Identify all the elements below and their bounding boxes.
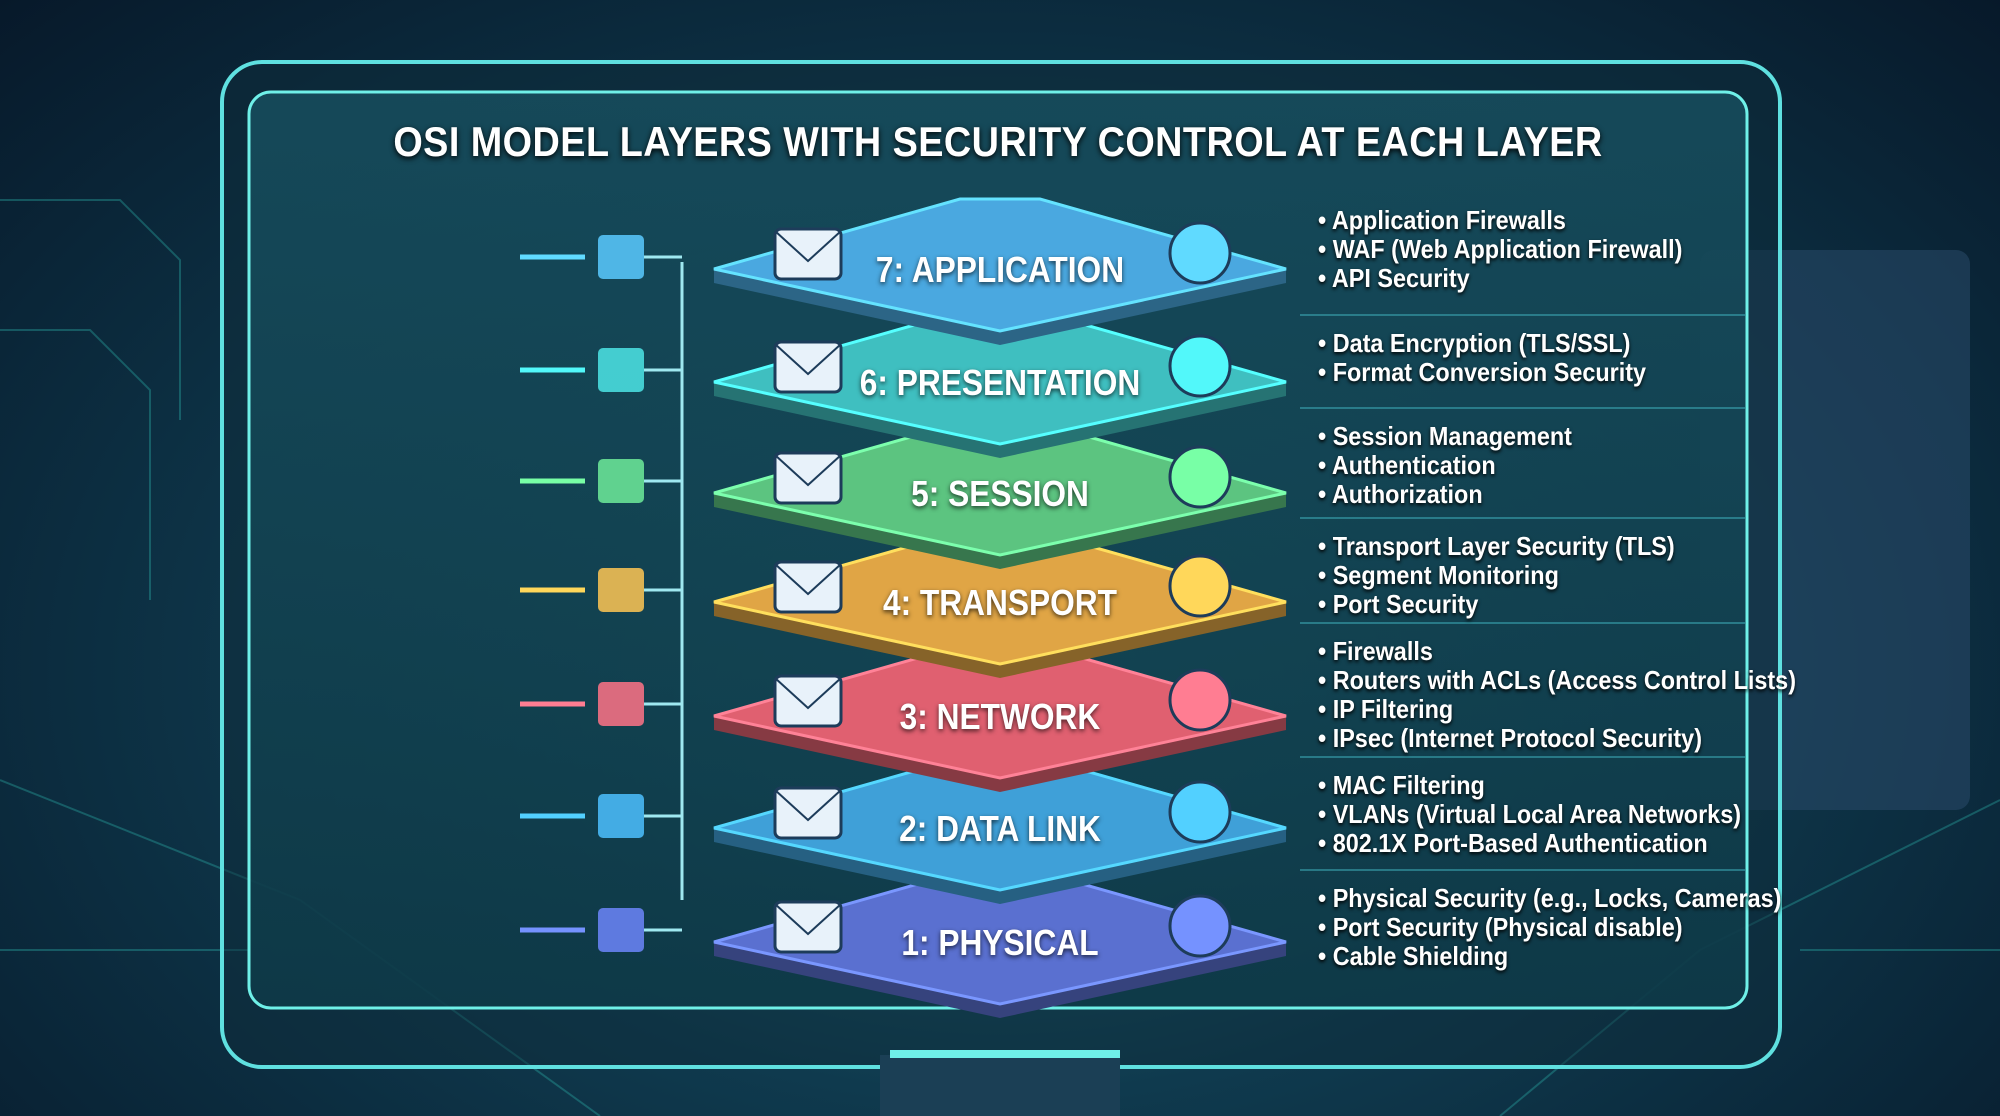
- security-control-item: Authentication: [1318, 451, 1572, 480]
- security-controls-list: Session ManagementAuthenticationAuthoriz…: [1318, 422, 1600, 509]
- email-icon: [773, 227, 843, 281]
- security-control-item: IPsec (Internet Protocol Security): [1318, 724, 1796, 753]
- row-dividers: [1300, 314, 1745, 871]
- stand-glow: [890, 1050, 1120, 1058]
- security-controls-list: FirewallsRouters with ACLs (Access Contr…: [1318, 637, 1849, 753]
- security-control-item: API Security: [1318, 264, 1682, 293]
- layer-slab-side: [714, 602, 1286, 678]
- security-control-item: Port Security (Physical disable): [1318, 913, 1781, 942]
- security-controls-list: Data Encryption (TLS/SSL)Format Conversi…: [1318, 329, 1683, 387]
- layer-slab-side: [714, 716, 1286, 792]
- data-flow-icon: [520, 682, 682, 726]
- network-card-icon: [1168, 780, 1232, 844]
- layer-1[interactable]: [520, 870, 1287, 1018]
- layer-label: 4: TRANSPORT: [882, 582, 1118, 623]
- layer-slab-side: [714, 269, 1286, 345]
- data-flow-icon: [520, 348, 682, 392]
- layer-label: 6: PRESENTATION: [859, 362, 1141, 403]
- security-controls-list: Physical Security (e.g., Locks, Cameras)…: [1318, 884, 1833, 971]
- layer-3[interactable]: [520, 644, 1287, 792]
- data-flow-icon: [520, 235, 682, 279]
- security-control-item: Segment Monitoring: [1318, 561, 1675, 590]
- monitor-stand: [880, 1055, 1120, 1116]
- layer-label: 7: APPLICATION: [875, 249, 1125, 290]
- layer-label: 3: NETWORK: [899, 696, 1101, 737]
- shield-icon: [1168, 221, 1232, 285]
- locked-door-icon: [1168, 894, 1232, 958]
- globe-icon: [1168, 668, 1232, 732]
- layer-7[interactable]: [520, 197, 1287, 345]
- security-control-item: WAF (Web Application Firewall): [1318, 235, 1683, 264]
- security-control-item: Data Encryption (TLS/SSL): [1318, 329, 1646, 358]
- security-control-item: Routers with ACLs (Access Control Lists): [1318, 666, 1796, 695]
- security-control-item: Transport Layer Security (TLS): [1318, 532, 1675, 561]
- router-icon: [773, 674, 843, 728]
- security-control-item: Session Management: [1318, 422, 1572, 451]
- tcp-segment-icon: [773, 560, 843, 614]
- layer-6[interactable]: [520, 310, 1287, 458]
- security-control-item: Authorization: [1318, 480, 1572, 509]
- security-control-item: 802.1X Port-Based Authentication: [1318, 829, 1741, 858]
- layer-slab-side: [714, 382, 1286, 458]
- page-title: OSI MODEL LAYERS WITH SECURITY CONTROL A…: [393, 118, 1603, 165]
- switch-icon: [773, 786, 843, 840]
- security-control-item: IP Filtering: [1318, 695, 1796, 724]
- layer-4[interactable]: [520, 530, 1287, 678]
- document-lock-icon: [773, 340, 843, 394]
- security-control-item: Cable Shielding: [1318, 942, 1781, 971]
- security-control-item: MAC Filtering: [1318, 771, 1741, 800]
- layer-label: 1: PHYSICAL: [901, 922, 1099, 963]
- cable-plug-icon: [773, 900, 843, 954]
- padlock-icon: [1168, 334, 1232, 398]
- layer-2[interactable]: [520, 756, 1287, 904]
- data-flow-icon: [520, 908, 682, 952]
- layer-slab-side: [714, 828, 1286, 904]
- data-flow-icon: [520, 794, 682, 838]
- users-exchange-icon: [1168, 445, 1232, 509]
- security-control-item: Firewalls: [1318, 637, 1796, 666]
- handshake-icon: [773, 451, 843, 505]
- layer-slab-side: [714, 493, 1286, 569]
- layer-5[interactable]: [520, 421, 1287, 569]
- security-control-item: Physical Security (e.g., Locks, Cameras): [1318, 884, 1782, 913]
- layer-label: 5: SESSION: [911, 473, 1089, 514]
- security-controls-list: Transport Layer Security (TLS)Segment Mo…: [1318, 532, 1714, 619]
- data-flow-icon: [520, 459, 682, 503]
- security-control-item: Application Firewalls: [1318, 206, 1682, 235]
- bidirectional-arrows-icon: [1168, 554, 1232, 618]
- layer-slab-top: [713, 197, 1287, 333]
- security-control-item: VLANs (Virtual Local Area Networks): [1318, 800, 1741, 829]
- security-control-item: Port Security: [1318, 590, 1675, 619]
- data-flow-icon: [520, 568, 682, 612]
- security-controls-list: Application FirewallsWAF (Web Applicatio…: [1318, 206, 1723, 293]
- layer-slab-side: [714, 942, 1286, 1018]
- layer-label: 2: DATA LINK: [899, 808, 1101, 849]
- security-controls-list: MAC FilteringVLANs (Virtual Local Area N…: [1318, 771, 1788, 858]
- security-control-item: Format Conversion Security: [1318, 358, 1646, 387]
